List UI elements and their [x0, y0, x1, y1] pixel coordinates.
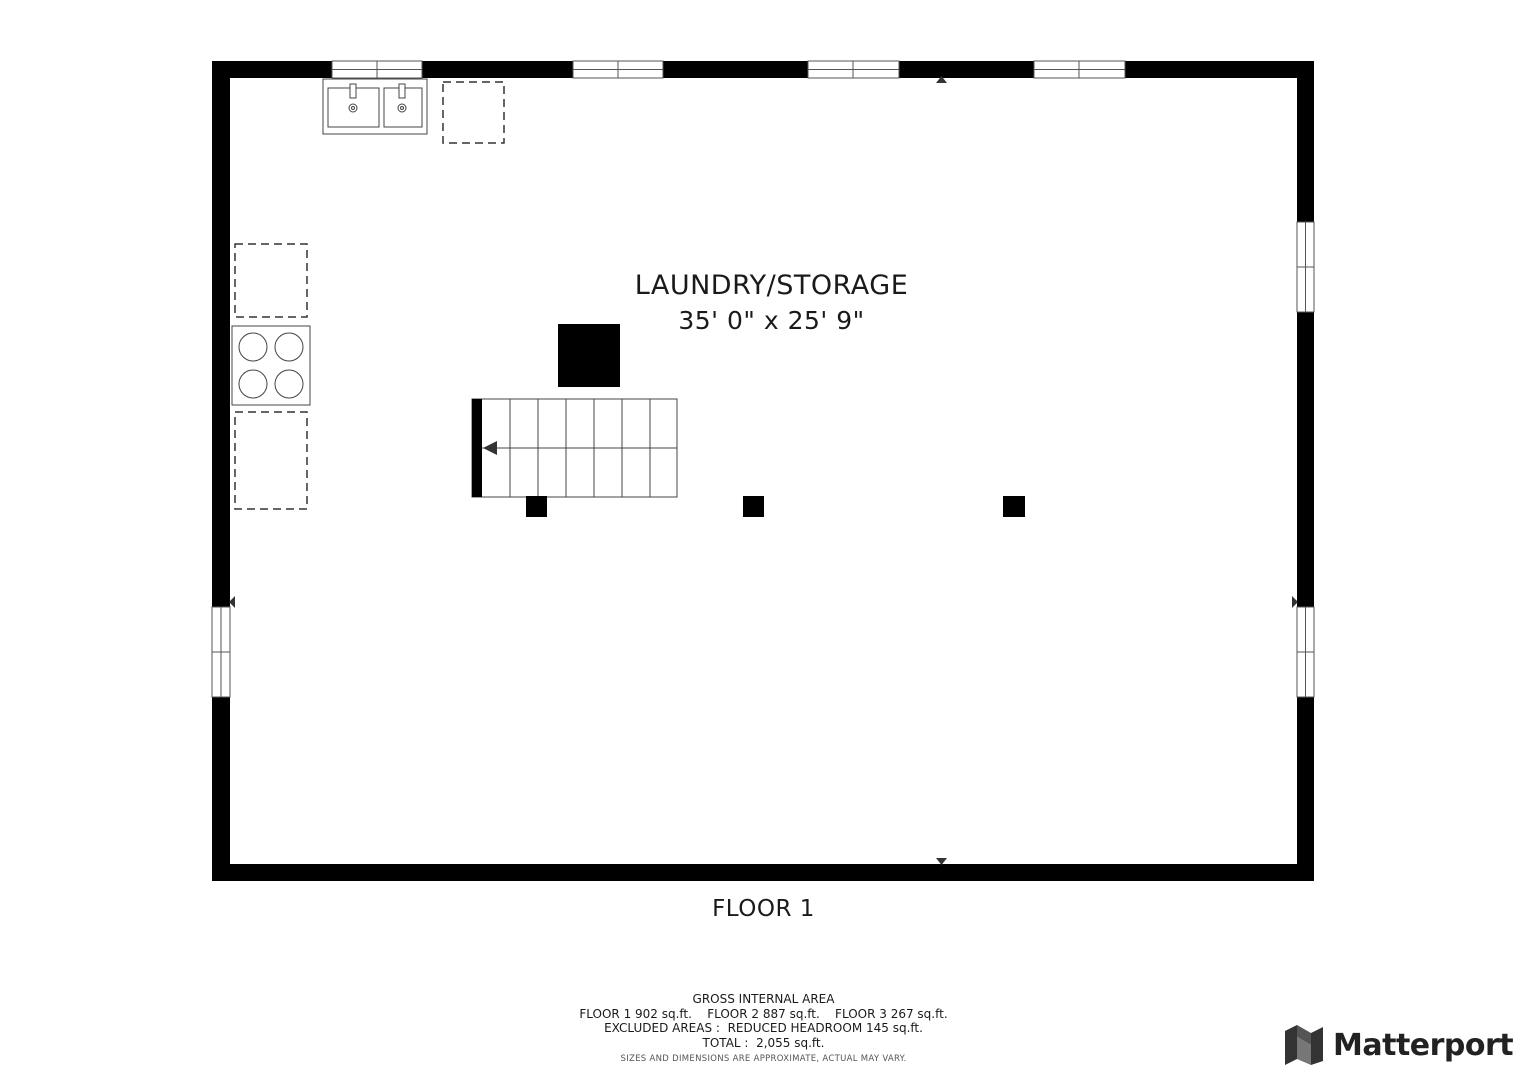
triangle-marker-icon [1292, 596, 1298, 608]
window [1296, 221, 1315, 313]
windows-left [211, 606, 231, 698]
window [807, 60, 900, 79]
stove-icon [231, 325, 311, 406]
area-summary: GROSS INTERNAL AREA FLOOR 1 902 sq.ft. F… [0, 992, 1527, 1067]
wall-bottom [212, 864, 1314, 881]
area-heading: GROSS INTERNAL AREA [692, 992, 835, 1006]
triangle-marker-icon [936, 76, 947, 83]
windows-top [331, 60, 1126, 79]
appliance-outline [442, 81, 505, 144]
column [743, 496, 764, 517]
opening-markers [229, 76, 1298, 865]
column [1003, 496, 1025, 517]
window [1296, 606, 1315, 698]
window [572, 60, 664, 79]
brand-name: Matterport [1333, 1027, 1514, 1063]
brand-logo: Matterport [1285, 1024, 1514, 1066]
room-name: LAUNDRY/STORAGE [634, 270, 909, 301]
appliance-outline [234, 411, 308, 510]
area-total: TOTAL : 2,055 sq.ft. [702, 1035, 825, 1050]
stairs [471, 398, 678, 498]
triangle-marker-icon [229, 596, 235, 608]
window [211, 606, 231, 698]
window [1033, 60, 1126, 79]
window [331, 60, 423, 79]
stair-direction-arrow-icon [483, 441, 497, 455]
matterport-logo-icon [1285, 1025, 1323, 1065]
wall-left [212, 61, 230, 881]
column [526, 496, 547, 517]
area-excluded: EXCLUDED AREAS : REDUCED HEADROOM 145 sq… [604, 1021, 923, 1035]
room-dimensions: 35' 0" x 25' 9" [678, 306, 865, 335]
appliance-outline [234, 243, 308, 318]
triangle-marker-icon [936, 858, 947, 865]
floor-label: FLOOR 1 [712, 896, 815, 922]
area-disclaimer: SIZES AND DIMENSIONS ARE APPROXIMATE, AC… [620, 1054, 907, 1064]
windows-right [1296, 221, 1315, 698]
chimney-block [558, 324, 620, 387]
columns [526, 496, 1025, 517]
wall-right [1297, 61, 1314, 881]
area-floors: FLOOR 1 902 sq.ft. FLOOR 2 887 sq.ft. FL… [579, 1006, 948, 1021]
walls [212, 61, 1314, 881]
appliances [234, 81, 505, 510]
double-sink-icon [322, 78, 428, 135]
